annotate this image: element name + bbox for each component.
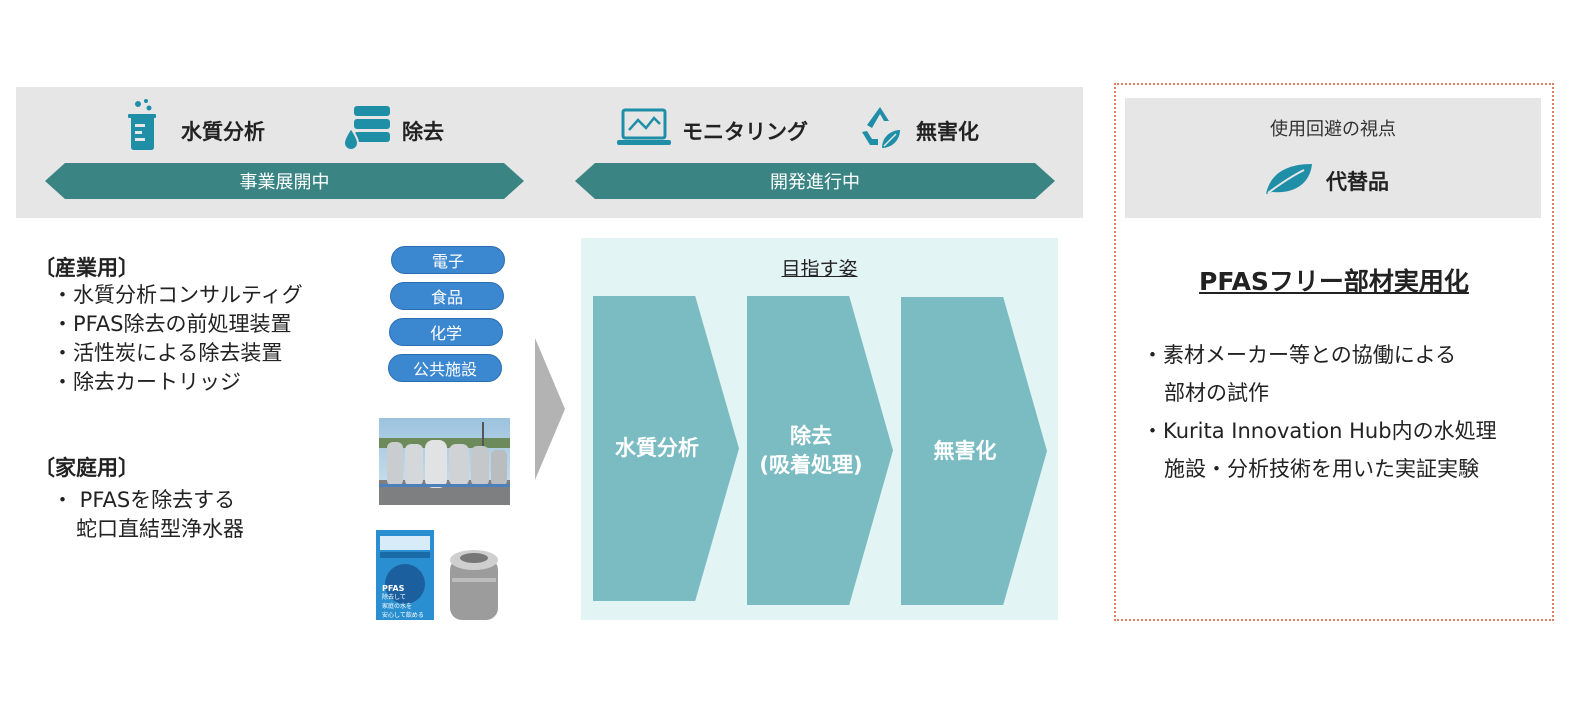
water-filter-icon bbox=[342, 104, 392, 152]
detox-label: 無害化 bbox=[916, 120, 979, 144]
sector-pill-food: 食品 bbox=[390, 282, 504, 310]
step-label: (吸着処理) bbox=[759, 452, 863, 477]
industrial-title: 〔産業用〕 bbox=[34, 256, 139, 280]
banner-in-business-label: 事業展開中 bbox=[239, 172, 330, 193]
avoidance-list: ・素材メーカー等との協働による 部材の試作 ・Kurita Innovation… bbox=[1142, 336, 1497, 488]
substitute-label: 代替品 bbox=[1326, 170, 1389, 194]
banner-in-business: 事業展開中 bbox=[45, 163, 524, 199]
goal-title: 目指す姿 bbox=[781, 258, 858, 280]
list-item: ・ PFASを除去する bbox=[52, 488, 236, 512]
list-item: ・PFAS除去の前処理装置 bbox=[52, 312, 292, 336]
water-analysis-label: 水質分析 bbox=[181, 120, 265, 144]
product-text: 除去して bbox=[382, 594, 406, 601]
household-title: 〔家庭用〕 bbox=[34, 456, 139, 480]
sector-label: 公共施設 bbox=[412, 360, 477, 379]
leaf-icon bbox=[1264, 162, 1314, 196]
sector-label: 食品 bbox=[430, 288, 463, 307]
sector-pill-electronics: 電子 bbox=[391, 246, 505, 274]
industrial-list: ・水質分析コンサルティグ ・PFAS除去の前処理装置 ・活性炭による除去装置 ・… bbox=[52, 281, 303, 397]
list-item: ・素材メーカー等との協働による bbox=[1142, 343, 1457, 367]
household-list: ・ PFASを除去する 蛇口直結型浄水器 bbox=[52, 486, 244, 544]
faucet-filter-product-photo: PFAS 除去して 家庭の水を 安心して飲める bbox=[376, 528, 510, 620]
avoidance-header bbox=[1125, 98, 1541, 218]
flow-arrow bbox=[535, 338, 565, 480]
banner-in-development-label: 開発進行中 bbox=[770, 172, 860, 193]
list-item: ・除去カートリッジ bbox=[52, 370, 241, 394]
sector-label: 電子 bbox=[431, 252, 464, 271]
product-text: 安心して飲める bbox=[382, 612, 424, 619]
list-item: 施設・分析技術を用いた実証実験 bbox=[1164, 457, 1479, 481]
banner-in-development: 開発進行中 bbox=[575, 163, 1055, 199]
step-label: 除去 bbox=[789, 423, 832, 448]
step-label: 水質分析 bbox=[615, 436, 699, 460]
treatment-plant-photo bbox=[379, 418, 510, 505]
recycle-leaf-icon bbox=[858, 104, 902, 150]
sector-label: 化学 bbox=[429, 324, 462, 343]
removal-label: 除去 bbox=[402, 120, 444, 144]
list-item: ・水質分析コンサルティグ bbox=[52, 283, 303, 307]
list-item: ・Kurita Innovation Hub内の水処理 bbox=[1142, 419, 1497, 443]
product-text: 家庭の水を bbox=[382, 603, 413, 610]
laptop-chart-icon bbox=[616, 108, 672, 148]
list-item: ・活性炭による除去装置 bbox=[52, 341, 283, 365]
beaker-icon bbox=[124, 98, 162, 152]
avoidance-frame bbox=[1114, 83, 1554, 621]
sector-pill-public: 公共施設 bbox=[388, 354, 502, 382]
step-label: 無害化 bbox=[933, 438, 997, 463]
sector-pill-chemical: 化学 bbox=[389, 318, 503, 346]
list-item: 蛇口直結型浄水器 bbox=[76, 517, 244, 541]
monitoring-label: モニタリング bbox=[682, 120, 808, 144]
list-item: 部材の試作 bbox=[1164, 381, 1269, 405]
product-text: PFAS bbox=[382, 584, 405, 593]
pfas-free-heading: PFASフリー部材実用化 bbox=[1199, 267, 1469, 296]
avoidance-subtitle: 使用回避の視点 bbox=[1270, 119, 1396, 140]
